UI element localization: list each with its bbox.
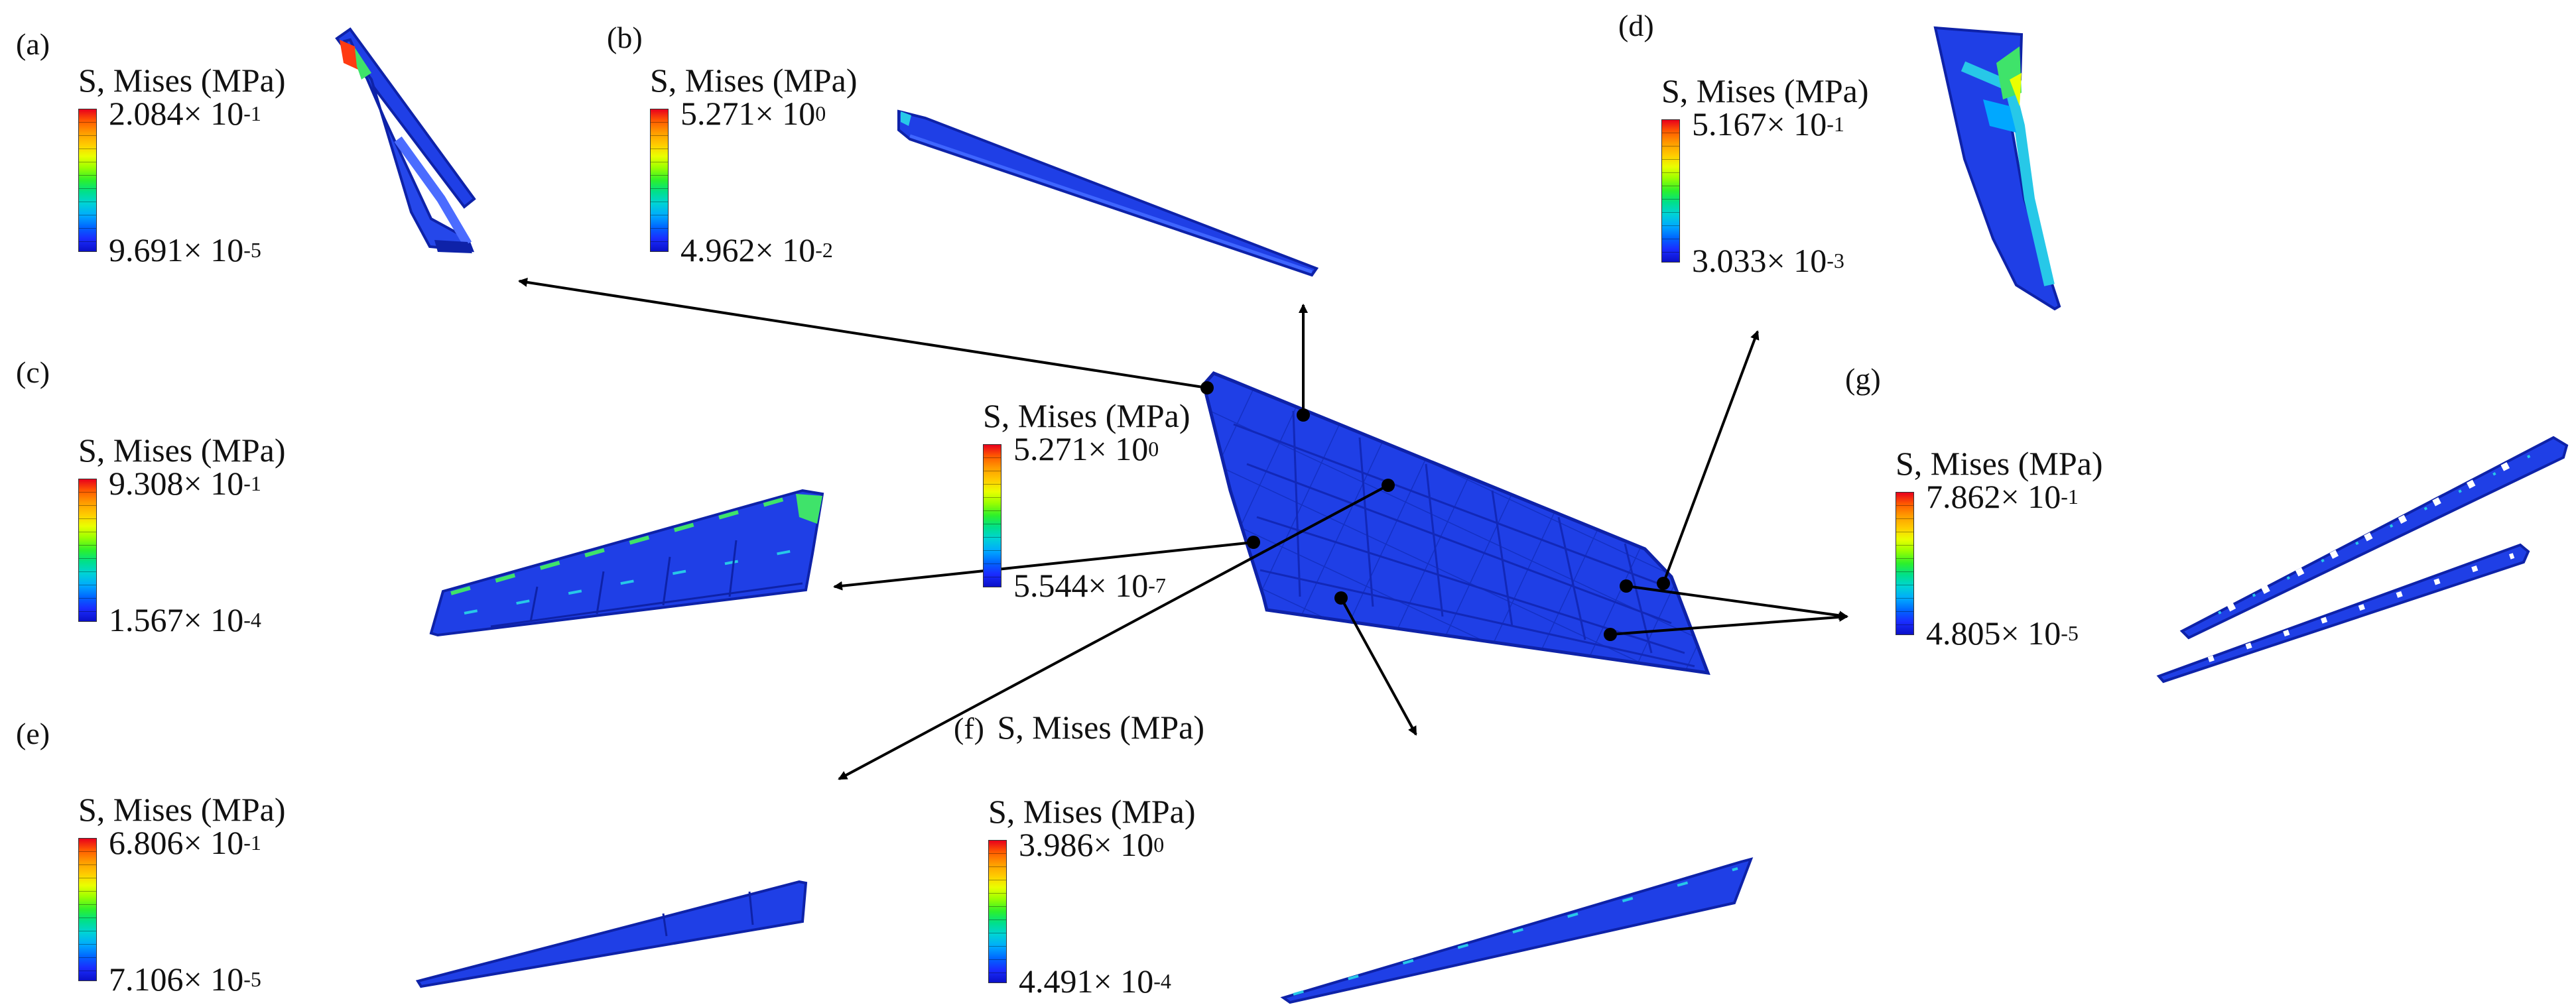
colorbar — [1896, 492, 1914, 635]
panel-label-c: (c) — [16, 355, 50, 389]
legend-max-value: 7.862× 10-1 — [1926, 478, 2079, 515]
panel-f-component — [1280, 857, 1754, 1004]
main-wing-body — [1202, 371, 1710, 676]
arrow-e — [838, 484, 1389, 780]
legend-min-value: 1.567× 10-4 — [109, 601, 261, 638]
legend-max-value: 3.986× 100 — [1019, 826, 1165, 863]
colorbar — [78, 838, 97, 981]
legend-title: S, Mises (MPa) — [1661, 72, 1869, 109]
arrow-a — [518, 277, 1208, 389]
panel-label-f-letter: (f) — [954, 711, 984, 745]
legend-max-value: 5.271× 100 — [1013, 430, 1159, 467]
legend-title: S, Mises (MPa) — [78, 432, 286, 469]
colorbar — [988, 840, 1007, 983]
legend-title: S, Mises (MPa) — [650, 62, 858, 99]
legend-max-value: 5.167× 10-1 — [1692, 105, 1844, 143]
panel-label-d: (d) — [1618, 9, 1654, 42]
legend-max-value: 6.806× 10-1 — [109, 824, 261, 861]
legend-title: S, Mises (MPa) — [1896, 445, 2103, 482]
legend-min-value: 4.805× 10-5 — [1926, 615, 2079, 652]
leader-arrows — [518, 277, 1848, 780]
panel-c-component — [429, 489, 824, 637]
panel-label-b: (b) — [607, 21, 643, 54]
arrow-g2 — [1610, 612, 1848, 636]
panel-label-e: (e) — [16, 717, 50, 750]
legend-min-value: 9.691× 10-5 — [109, 231, 261, 268]
main-wing-ribs — [1233, 410, 1695, 668]
panel-label-a: (a) — [16, 27, 50, 61]
colorbar — [650, 109, 669, 252]
arrow-g1 — [1626, 585, 1848, 621]
legend-max-value: 2.084× 10-1 — [109, 95, 261, 132]
panel-a-component — [335, 27, 476, 253]
panel-b-component — [897, 109, 1319, 277]
arrow-f — [1340, 597, 1417, 736]
legend-title: S, Mises (MPa) — [78, 791, 286, 828]
legend-min-value: 5.544× 10-7 — [1013, 567, 1166, 604]
arrow-d — [1662, 330, 1760, 584]
panel-label-f: (f) S, Mises (MPa) — [954, 708, 1204, 746]
panel-label-g: (g) — [1845, 362, 1881, 396]
legend-min-value: 3.033× 10-3 — [1692, 242, 1844, 279]
panel-f-heading: S, Mises (MPa) — [997, 709, 1204, 746]
arrow-c — [833, 541, 1254, 591]
legend-title: S, Mises (MPa) — [983, 397, 1191, 434]
colorbar — [78, 479, 97, 622]
panel-e-component — [415, 880, 808, 988]
main-wing — [1200, 371, 1710, 676]
legend-max-value: 9.308× 10-1 — [109, 465, 261, 502]
colorbar — [78, 109, 97, 252]
panel-g-component — [2156, 436, 2569, 683]
legend-min-value: 7.106× 10-5 — [109, 961, 261, 998]
panel-d-component — [1933, 26, 2061, 311]
legend-min-value: 4.962× 10-2 — [680, 231, 833, 268]
legend-max-value: 5.271× 100 — [680, 95, 826, 132]
legend-title: S, Mises (MPa) — [78, 62, 286, 99]
legend-title: S, Mises (MPa) — [988, 793, 1196, 830]
colorbar — [1661, 119, 1680, 263]
legend-min-value: 4.491× 10-4 — [1019, 963, 1171, 1000]
colorbar — [983, 444, 1001, 587]
